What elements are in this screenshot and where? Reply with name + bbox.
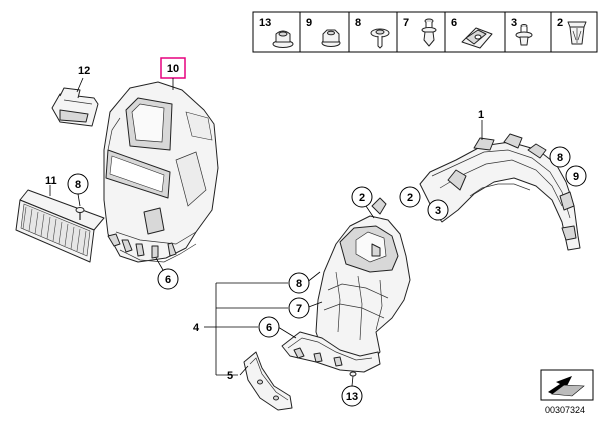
expanding-nut-icon bbox=[567, 21, 587, 45]
callout-6-upper-circle bbox=[157, 268, 179, 290]
part-11-filter bbox=[15, 189, 105, 263]
callout-3-right-circle bbox=[427, 199, 449, 221]
callout-8-tree: 8 bbox=[296, 278, 302, 290]
callout-11: 11 bbox=[45, 175, 57, 187]
part-10-wheelarch-cover bbox=[103, 81, 219, 263]
legend-num-6: 6 bbox=[451, 17, 457, 29]
lower-clip-row bbox=[107, 233, 177, 259]
fastener-legend: 13 9 8 7 6 3 bbox=[252, 11, 598, 53]
callout-8-filter: 8 bbox=[75, 179, 81, 191]
callout-7-tree-circle bbox=[288, 297, 310, 319]
legend-num-3: 3 bbox=[511, 17, 517, 29]
legend-num-13: 13 bbox=[259, 17, 271, 29]
callout-2-center-circle bbox=[351, 186, 373, 208]
callout-9-right-circle bbox=[565, 165, 587, 187]
callout-6-upper: 6 bbox=[165, 274, 171, 286]
callout-tree bbox=[204, 271, 323, 376]
callout-3-right: 3 bbox=[435, 205, 441, 217]
callout-4: 4 bbox=[193, 322, 200, 334]
part-4-wheelarch-liner bbox=[281, 197, 411, 377]
part-12-cover bbox=[51, 87, 99, 127]
legend-num-9: 9 bbox=[306, 17, 312, 29]
legend-num-2: 2 bbox=[557, 17, 563, 29]
callout-2-right: 2 bbox=[407, 192, 413, 204]
callout-10: 10 bbox=[167, 63, 179, 75]
leader-13-bottom bbox=[351, 375, 354, 387]
callout-5: 5 bbox=[227, 370, 233, 382]
leader-6-upper bbox=[155, 257, 164, 271]
legend-num-8: 8 bbox=[355, 17, 361, 29]
callout-13-bottom: 13 bbox=[346, 391, 358, 403]
callout-8-tree-circle bbox=[288, 272, 310, 294]
leader-2-center bbox=[365, 205, 375, 219]
flange-nut-icon bbox=[272, 30, 294, 48]
callout-6-tree: 6 bbox=[266, 322, 272, 334]
callout-2-right-circle bbox=[399, 186, 421, 208]
callout-6-tree-circle bbox=[258, 316, 280, 338]
callout-12: 12 bbox=[78, 65, 90, 77]
push-rivet-icon bbox=[515, 24, 533, 46]
callout-8-right-circle bbox=[549, 146, 571, 168]
direction-arrow-box bbox=[540, 369, 594, 401]
part-5-trim-strip bbox=[243, 351, 293, 411]
legend-num-7: 7 bbox=[403, 17, 409, 29]
callout-2-center: 2 bbox=[359, 192, 365, 204]
expanding-rivet-icon bbox=[421, 18, 437, 47]
leader-8-filter bbox=[77, 193, 81, 207]
callout-9-right: 9 bbox=[573, 171, 579, 183]
direction-arrow-icon bbox=[548, 376, 585, 397]
liner-clip-row bbox=[293, 347, 343, 367]
callout-1: 1 bbox=[478, 109, 484, 121]
hex-nut-icon bbox=[321, 29, 341, 47]
filter-screw bbox=[75, 207, 85, 220]
leader-12 bbox=[76, 77, 84, 93]
callout-8-right: 8 bbox=[557, 152, 563, 164]
callout-7-tree: 7 bbox=[296, 303, 302, 315]
spring-clip-nut-icon bbox=[461, 27, 493, 49]
diagram-reference-number: 00307324 bbox=[545, 405, 585, 415]
washer-screw-icon bbox=[370, 28, 390, 49]
